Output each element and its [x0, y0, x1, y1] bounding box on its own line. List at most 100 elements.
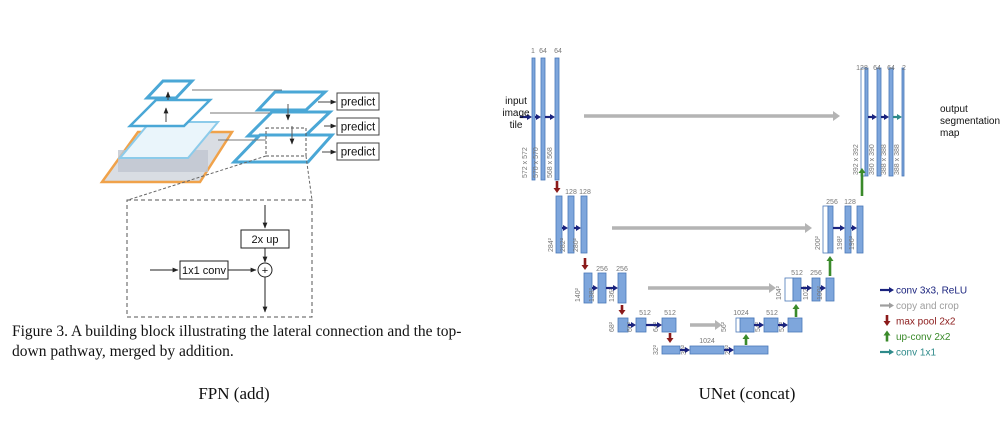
add-symbol: +: [262, 265, 268, 277]
l4-enc-size-label: 64²: [653, 321, 660, 332]
l3-dec-size-label: 104²: [776, 285, 783, 300]
l4-copy-arrow-head: [715, 320, 722, 330]
bottom-up-level-3: [126, 98, 214, 128]
l1-dec-size-label: 388 x 388: [881, 144, 888, 175]
l2-dec-block-3: [844, 205, 852, 254]
bottom-up-level-4: [143, 79, 196, 100]
l4-enc-size-label: 68²: [609, 321, 616, 332]
arrow-right-icon-head: [889, 349, 894, 355]
fpn-bottom-up-pathway: [99, 79, 235, 184]
fpn-top-down-pathway: [192, 89, 337, 164]
l3-enc-channel-label: 256: [596, 266, 608, 273]
lateral-conv-label: 1x1 conv: [182, 265, 227, 277]
l2-dec-size-label: 198²: [837, 235, 844, 250]
l4-enc-channel-label: 512: [639, 310, 651, 317]
l2-enc-channel-label: 128: [579, 189, 591, 196]
l4-conv-arrow-2-head: [657, 322, 662, 328]
l5-channel-label: 1024: [699, 338, 715, 345]
l1-enc-channel-label: 1: [531, 48, 535, 55]
input-label-line: input: [505, 96, 527, 107]
l3-dec-size-label: 100²: [817, 285, 824, 300]
l1-dec-channel-label: 128: [856, 65, 868, 72]
l3-pool-arrow-head: [618, 310, 626, 315]
predict-box-2: predict: [336, 117, 380, 136]
l1-enc-channel-label: 64: [539, 48, 547, 55]
l2-pool-arrow-head: [581, 265, 589, 270]
l1-dec-block-1: [860, 67, 866, 177]
l4-enc-block-2: [635, 317, 647, 333]
l3-dec-block-3: [811, 277, 821, 302]
l1-dec-block-5: [901, 67, 905, 177]
l5-conv-arrow-1-head: [685, 347, 690, 353]
l3-enc-size-label: 140²: [575, 287, 582, 302]
predict-label-1: predict: [341, 97, 376, 109]
l2-enc-size-label: 282²: [560, 237, 567, 252]
l2-conv-arrow-2-head: [576, 225, 581, 231]
l1-enc-size-label: 570 x 570: [533, 147, 540, 178]
conv1x1-arrow-head: [897, 114, 902, 120]
l3-enc-block-3: [617, 272, 627, 304]
l2-dec-block-2: [827, 205, 834, 254]
legend-item-4-label: conv 1x1: [896, 348, 936, 359]
zoom-line-right: [305, 155, 313, 201]
predict-label-3: predict: [341, 147, 376, 159]
l1-dec-block-4: [888, 67, 894, 177]
l2-enc-block-1: [555, 195, 563, 254]
l3-dec-conv-arrow-2-head: [821, 285, 826, 291]
l4-enc-size-label: 66²: [627, 321, 634, 332]
l1-dec-size-label: 390 x 390: [869, 144, 876, 175]
l3-enc-block-2: [597, 272, 607, 304]
legend-item-2-label: max pool 2x2: [896, 317, 956, 328]
input-label-line: image: [502, 108, 530, 119]
l1-enc-block-3: [554, 57, 560, 181]
input-arrow-head: [527, 114, 532, 120]
l1-dec-channel-label: 2: [902, 65, 906, 72]
l4-dec-conv-arrow-1-head: [759, 322, 764, 328]
l2-dec-size-label: 200²: [815, 235, 822, 250]
l1-enc-size-label: 572 x 572: [522, 147, 529, 178]
l1-copy-arrow-head: [833, 111, 840, 121]
l4-dec-size-label: 54²: [755, 321, 762, 332]
output-label-line: map: [940, 128, 960, 139]
l3-enc-size-label: 136²: [609, 287, 616, 302]
predict-box-3: predict: [336, 142, 380, 161]
legend-item-1-label: copy and crop: [896, 301, 959, 312]
l5-block-3: [733, 345, 769, 355]
l2-dec-size-label: 196²: [849, 235, 856, 250]
l1-pool-arrow-head: [553, 188, 561, 193]
l3-conv-arrow-2-head: [613, 285, 618, 291]
l1-enc-block-1: [531, 57, 536, 181]
l3-dec-block-4: [825, 277, 835, 302]
l3-conv-arrow-1-head: [593, 285, 598, 291]
upsample-label: 2x up: [252, 234, 279, 246]
l1-dec-conv-arrow-2-head: [884, 114, 889, 120]
l1-dec-block-3: [876, 67, 882, 177]
input-label-line: tile: [510, 120, 523, 131]
l1-enc-size-label: 568 x 568: [547, 147, 554, 178]
l2-enc-size-label: 280²: [573, 237, 580, 252]
fpn-title: FPN (add): [198, 384, 269, 403]
l1-dec-size-label: 388 x 388: [894, 144, 901, 175]
l2-dec-block-1: [822, 205, 829, 254]
l2-dec-channel-label: 128: [844, 199, 856, 206]
bottom-up-level-2: [117, 121, 221, 159]
l3-dec-size-label: 102²: [803, 285, 810, 300]
legend-item-3-label: up-conv 2x2: [896, 332, 951, 343]
l3-enc-size-label: 138²: [589, 287, 596, 302]
l5-upconv-arrow-head: [742, 334, 750, 339]
l2-dec-conv-arrow-2-head: [852, 225, 857, 231]
l3-upconv-arrow-head: [826, 256, 834, 261]
l2-copy-arrow-head: [805, 223, 812, 233]
l2-dec-block-4: [856, 205, 864, 254]
l2-conv-arrow-1-head: [563, 225, 568, 231]
l2-dec-conv-arrow-1-head: [840, 225, 845, 231]
l3-dec-block-1: [784, 277, 794, 302]
top-down-level-2: [244, 110, 334, 138]
l2-enc-size-label: 284²: [548, 237, 555, 252]
l2-dec-channel-label: 256: [826, 199, 838, 206]
l2-enc-block-2: [567, 195, 575, 254]
l1-enc-block-2: [540, 57, 546, 181]
l2-enc-channel-label: 128: [565, 189, 577, 196]
